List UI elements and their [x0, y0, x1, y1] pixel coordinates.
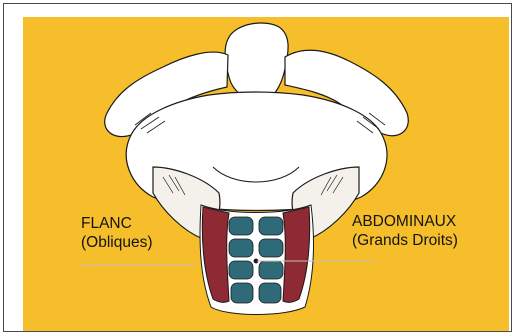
ab-block	[231, 283, 253, 303]
anatomy-illustration	[23, 17, 509, 331]
ab-block	[259, 239, 283, 257]
ab-block	[259, 261, 283, 279]
ab-block	[229, 217, 253, 235]
ab-block	[229, 261, 253, 279]
abdominaux-label-line1: ABDOMINAUX	[352, 212, 458, 231]
illustration-panel	[23, 17, 509, 331]
ab-block	[229, 239, 253, 257]
flanc-label-line2: (Obliques)	[81, 233, 153, 252]
flanc-label-line1: FLANC	[81, 214, 153, 233]
ab-block	[259, 217, 283, 235]
abdominaux-label-line2: (Grands Droits)	[352, 231, 458, 250]
ab-block	[259, 283, 281, 303]
abdominaux-label: ABDOMINAUX (Grands Droits)	[352, 212, 458, 250]
flanc-label: FLANC (Obliques)	[81, 214, 153, 252]
